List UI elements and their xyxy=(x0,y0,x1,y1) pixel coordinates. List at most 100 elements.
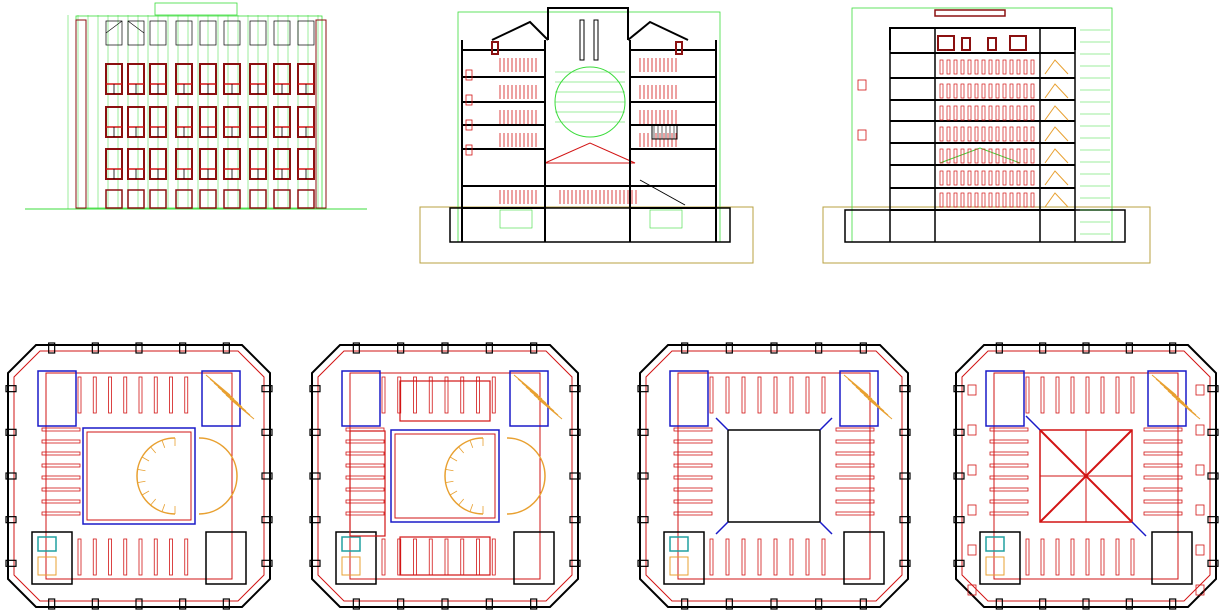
plan-book-stack xyxy=(345,463,385,468)
plan-book-stack xyxy=(381,538,386,576)
plan-pier xyxy=(953,516,965,524)
section-b-top-band xyxy=(934,9,1006,17)
plan-book-stack xyxy=(1143,439,1183,444)
plan-book-stack xyxy=(381,376,386,414)
section-b-book-stack xyxy=(1023,126,1028,142)
plan-toilet-core xyxy=(985,556,1005,576)
plan-book-stack xyxy=(123,376,128,414)
section-b-book-stack xyxy=(995,192,1000,208)
plan-book-stack xyxy=(41,427,81,432)
plan-book-stack xyxy=(41,463,81,468)
plan-outer-wall xyxy=(639,344,909,608)
section-b-vault xyxy=(939,147,1021,164)
section-a-roof-right xyxy=(627,20,689,41)
plan-outer-wall xyxy=(311,344,579,608)
section-b-book-stack xyxy=(1016,83,1021,99)
section-b-book-stack xyxy=(1016,126,1021,142)
plan-curved-stair xyxy=(444,437,484,515)
section-b-book-stack xyxy=(974,126,979,142)
plan-atrium-diagonal xyxy=(1025,415,1041,431)
plan-book-stack xyxy=(92,538,97,576)
plan-book-stack xyxy=(773,376,778,414)
section-b-book-stack xyxy=(974,83,979,99)
plan-stair-tread xyxy=(225,394,251,416)
plan-pier xyxy=(1125,342,1133,354)
plan-pier xyxy=(681,598,689,610)
plan-pier xyxy=(899,385,911,393)
section-a-carrel xyxy=(465,69,473,81)
section-b-book-stack xyxy=(960,148,965,164)
plan-book-stack xyxy=(169,376,173,414)
section-b-book-stack xyxy=(946,170,951,186)
section-b-book-stack xyxy=(1030,148,1035,164)
plan-stair-tread xyxy=(537,398,563,420)
elevation-ground-door xyxy=(249,189,267,209)
plan-book-stack xyxy=(428,538,433,576)
section-b-book-stack xyxy=(967,59,972,75)
section-b-book-stack xyxy=(939,105,944,121)
elevation-top-window xyxy=(149,20,167,46)
plan-stair-tread xyxy=(209,378,235,400)
section-b-book-stack xyxy=(967,170,972,186)
plan-stair-tread xyxy=(161,504,166,512)
plan-atrium-diagonal xyxy=(715,417,729,431)
plan-carrel xyxy=(967,504,977,516)
plan-pier xyxy=(637,472,649,480)
section-a-tower-slot-left xyxy=(579,19,585,61)
plan-book-stack xyxy=(1025,376,1030,414)
section-b-book-stack xyxy=(1016,192,1021,208)
plan-book-stack xyxy=(1143,475,1183,480)
plan-stair-tread xyxy=(1171,394,1197,416)
plan-book-stack xyxy=(41,439,81,444)
plan-book-stack xyxy=(673,439,713,444)
plan-stair-tread xyxy=(221,390,247,412)
section-b-book-stack xyxy=(1009,105,1014,121)
plan-stair-tread xyxy=(205,374,231,396)
plan-book-stack xyxy=(1143,427,1183,432)
plan-stair-tread xyxy=(521,382,547,404)
plan-pier xyxy=(995,342,1003,354)
plan-book-stack xyxy=(1130,538,1135,576)
section-b-book-stack xyxy=(960,105,965,121)
plan-stair-tread xyxy=(150,498,157,506)
section-b-book-stack xyxy=(946,192,951,208)
plan-2 xyxy=(309,342,581,610)
plan-carrel xyxy=(967,544,977,556)
plan-pier xyxy=(309,428,321,436)
section-b-book-stack xyxy=(939,59,944,75)
section-b-book-stack xyxy=(988,105,993,121)
plan-book-stack xyxy=(1143,463,1183,468)
plan-pier xyxy=(179,342,187,354)
section-b-book-stack xyxy=(1002,126,1007,142)
plan-elevator xyxy=(341,536,361,552)
plan-pier xyxy=(1082,598,1090,610)
plan-atrium xyxy=(390,429,500,523)
section-b-stair-flight xyxy=(1044,170,1069,186)
plan-carrel xyxy=(967,464,977,476)
plan-book-stack xyxy=(41,499,81,504)
plan-pier xyxy=(135,342,143,354)
section-a-basement-room xyxy=(499,209,533,229)
plan-book-stack xyxy=(835,499,875,504)
section-b-book-stack xyxy=(988,83,993,99)
section-b-book-stack xyxy=(967,126,972,142)
plan-book-stack xyxy=(476,538,480,576)
plan-carrel xyxy=(1195,424,1205,436)
plan-outer-wall xyxy=(955,344,1217,608)
front-elevation xyxy=(25,2,367,210)
section-a-roof-left xyxy=(491,20,549,41)
plan-book-stack xyxy=(989,427,1029,432)
plan-book-stack xyxy=(428,376,433,414)
plan-book-stack xyxy=(757,376,762,414)
plan-pier xyxy=(5,472,17,480)
section-b-book-stack xyxy=(1002,59,1007,75)
section-b-book-stack xyxy=(981,105,986,121)
plan-stair-tread xyxy=(525,386,551,408)
plan-stair-tread xyxy=(1155,378,1181,400)
section-a-carrel xyxy=(465,94,473,106)
plan-book-stack xyxy=(709,538,714,576)
plan-pier xyxy=(48,598,56,610)
plan-1 xyxy=(5,342,273,610)
plan-book-stack xyxy=(789,538,794,576)
plan-stair-tread xyxy=(513,374,539,396)
